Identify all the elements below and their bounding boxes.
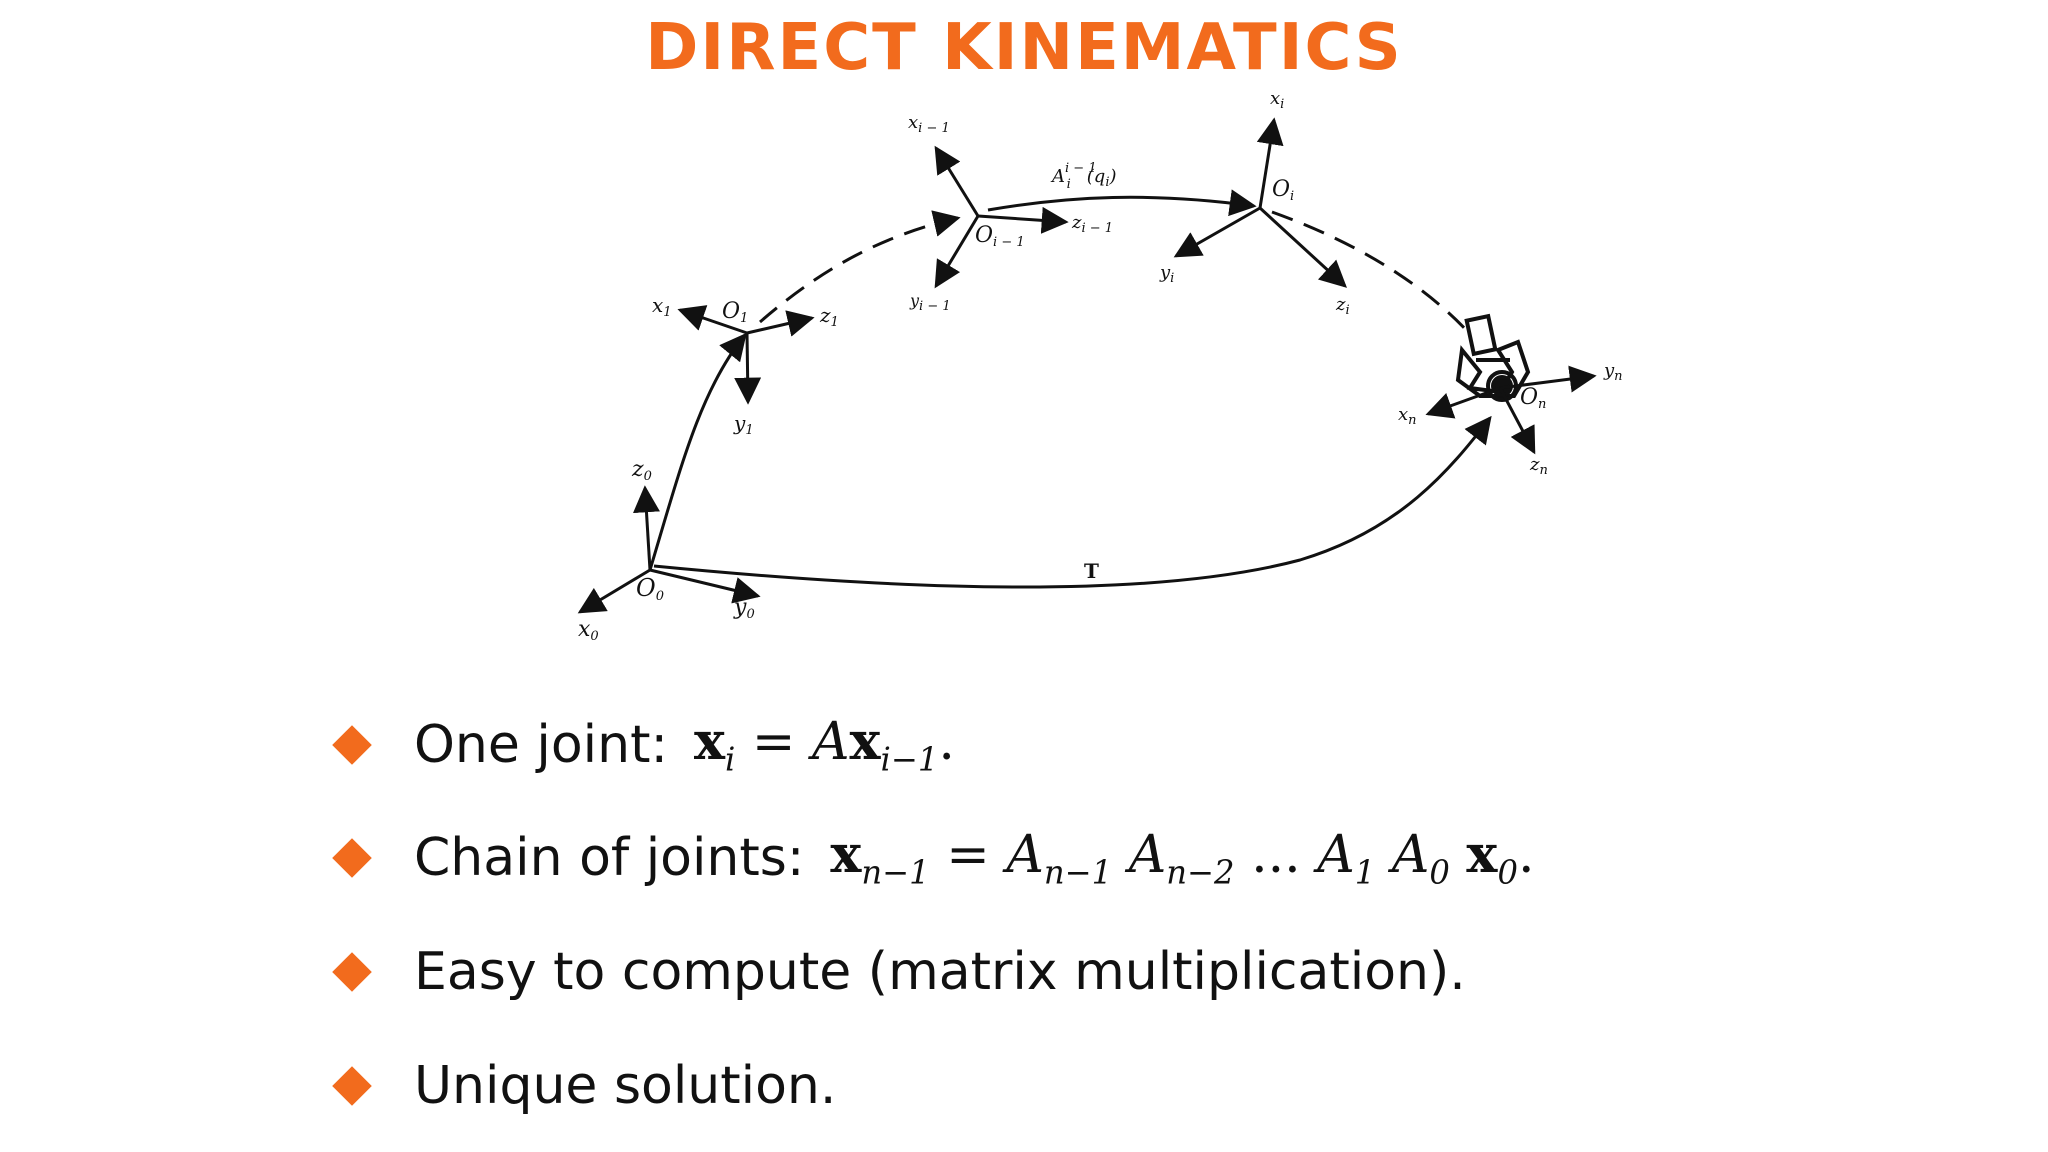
svg-text:Oi − 1: Oi − 1 [975,223,1025,250]
svg-text:xi: xi [1270,88,1284,112]
svg-text:On: On [1520,385,1546,412]
bullet-item: Chain of joints: xn−1 = An−1 An−2 ... A1… [330,818,1830,898]
T-label: T [1084,559,1099,583]
transform-T-curve [653,415,1492,589]
svg-text:zn: zn [1529,454,1548,478]
y0-label: y0 [733,595,755,622]
frame-i-minus-1: xi − 1 zi − 1 yi − 1 Oi − 1 [908,112,1113,314]
diamond-bullet-icon [332,1066,372,1106]
equation: xi = Axi−1. [693,711,955,779]
bullet-item: Easy to compute (matrix multiplication). [330,932,1830,1012]
diamond-bullet-icon [332,725,372,765]
bullet-item: One joint: xi = Axi−1. [330,705,1830,785]
svg-text:xn: xn [1398,404,1417,428]
svg-text:Oi: Oi [1272,177,1294,204]
svg-text:z1: z1 [819,303,839,330]
svg-text:xi − 1: xi − 1 [908,112,950,136]
bullet-item: Unique solution. [330,1046,1830,1126]
slide-title: DIRECT KINEMATICS [645,11,1403,85]
x0-label: x0 [578,617,599,644]
diamond-bullet-icon [332,952,372,992]
svg-text:yi − 1: yi − 1 [909,291,951,314]
svg-text:x1: x1 [652,293,672,320]
kinematic-chain-diagram: z0 x0 y0 O0 x1 z1 y1 O1 xi − 1 zi − 1 yi… [577,88,1623,644]
equation: xn−1 = An−1 An−2 ... A1 A0 x0. [830,824,1535,892]
frame-base: z0 x0 y0 O0 [577,457,761,644]
svg-text:O1: O1 [722,299,748,326]
o0-label: O0 [636,574,664,604]
svg-text:yn: yn [1603,360,1623,384]
svg-text:zi − 1: zi − 1 [1071,212,1113,236]
svg-text:zi: zi [1335,294,1350,318]
frame-1: x1 z1 y1 O1 [652,293,839,438]
diamond-bullet-icon [332,838,372,878]
link-curve-dashed-1 [759,210,961,324]
link-curve-i [987,189,1257,217]
frame-i: xi yi zi Oi [1159,88,1350,318]
frame-n: yn xn zn On [1398,360,1623,478]
link-curve-dashed-2 [1271,210,1472,336]
link-curve-0-1 [648,332,747,571]
gripper-icon [1455,313,1531,402]
svg-text:yi: yi [1159,262,1174,286]
svg-text:y1: y1 [733,411,754,438]
z0-label: z0 [631,457,652,484]
